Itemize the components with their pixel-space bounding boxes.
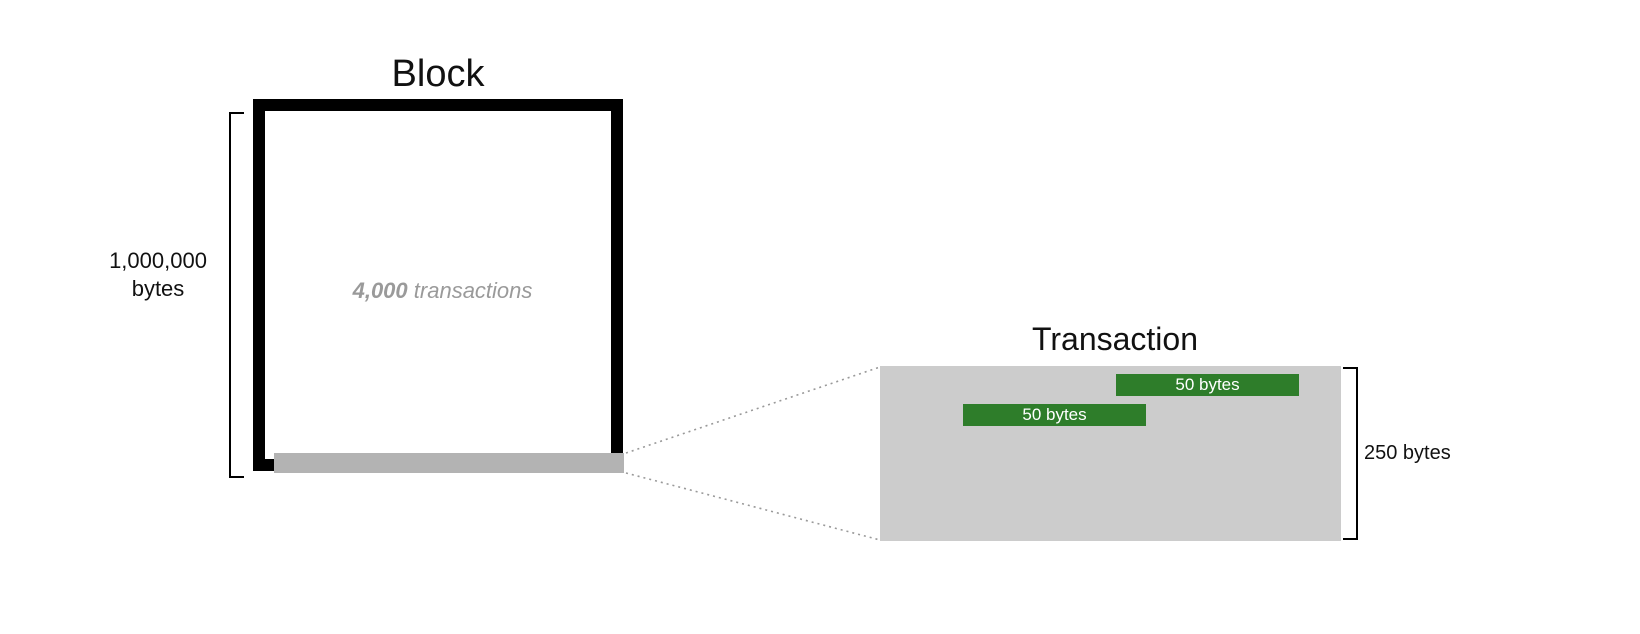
block-size-unit: bytes [131, 276, 185, 301]
zoom-line-bottom [625, 472, 881, 541]
transaction-size-label: 250 bytes [1364, 442, 1451, 464]
block-frame [253, 99, 623, 471]
block-size-value: 1,000,000 [109, 248, 207, 273]
block-size-bracket [229, 112, 244, 478]
block-transaction-count: 4,000 transactions [270, 276, 615, 306]
block-transaction-count-number: 4,000 [352, 278, 408, 303]
transaction-size-bracket [1343, 367, 1358, 540]
block-transaction-strip [274, 453, 624, 473]
zoom-line-top [625, 366, 881, 454]
block-size-label: 1,000,000 bytes [96, 247, 220, 303]
transaction-title: Transaction [1032, 321, 1198, 357]
transaction-field-1: 50 bytes [1116, 374, 1299, 396]
transaction-field-2: 50 bytes [963, 404, 1146, 426]
block-transaction-count-unit: transactions [413, 278, 533, 303]
block-title: Block [391, 53, 485, 95]
